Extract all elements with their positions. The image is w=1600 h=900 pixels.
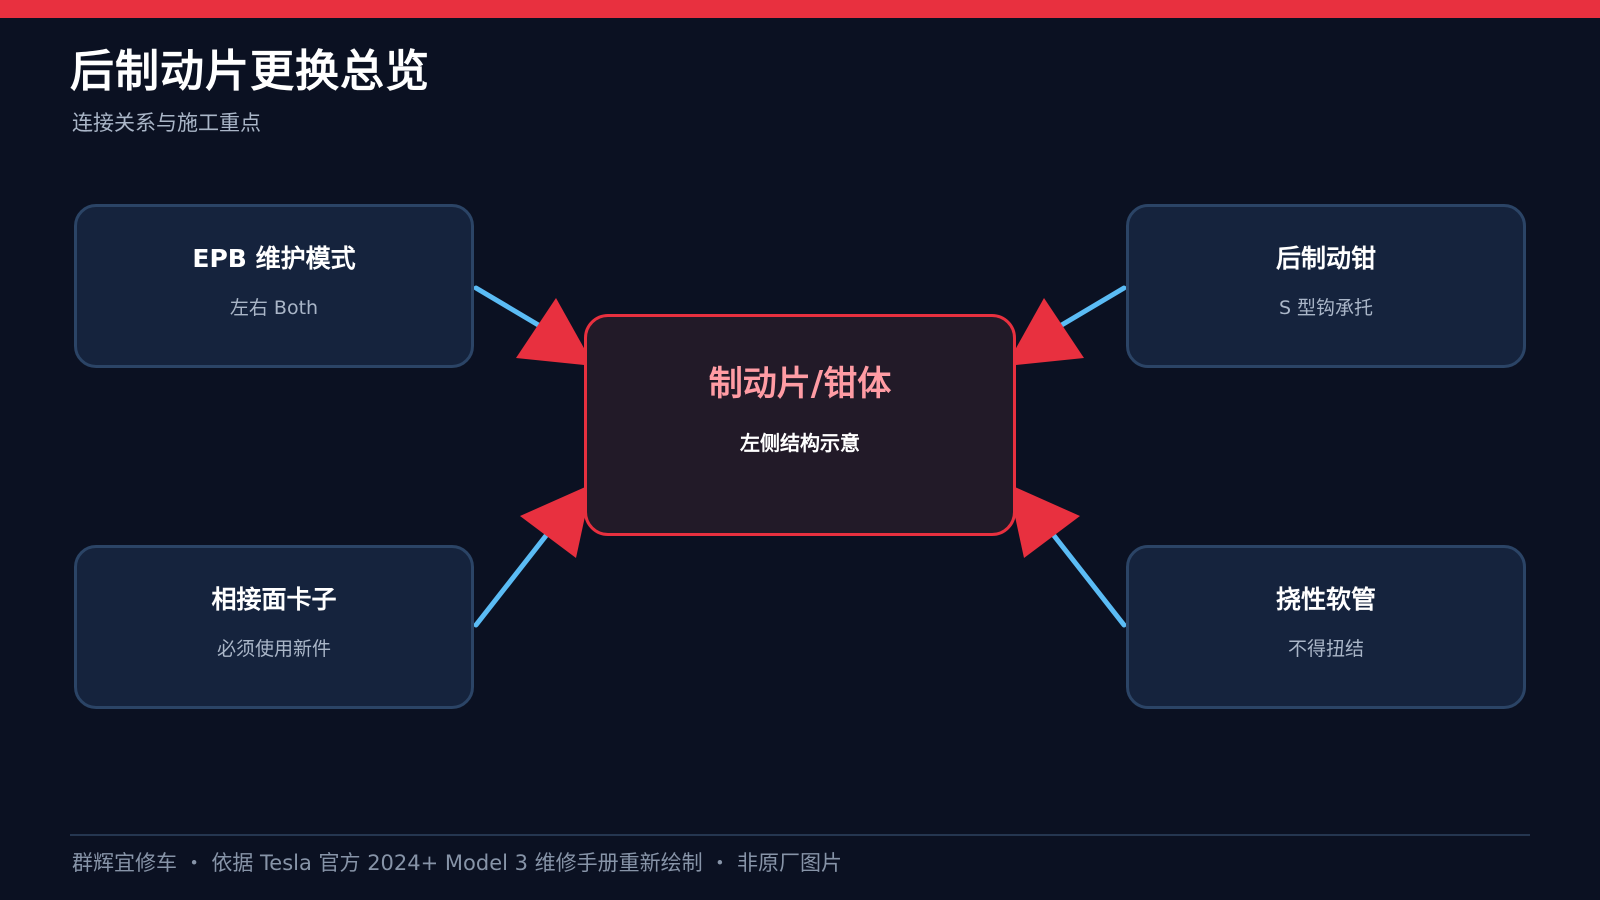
top-accent-bar [0, 0, 1600, 18]
arrowhead-bottom-left [520, 484, 592, 558]
node-subtitle: 必须使用新件 [216, 638, 331, 660]
arrowhead-top-right [1006, 298, 1084, 366]
page-subtitle: 连接关系与施工重点 [72, 111, 261, 135]
node-title: 挠性软管 [1275, 585, 1376, 614]
node-title: 后制动钳 [1275, 244, 1376, 273]
connector-line-bottom-left [473, 525, 555, 628]
node-subtitle: 左右 Both [229, 297, 319, 319]
center-node-subtitle: 左侧结构示意 [740, 431, 860, 455]
footer-divider [70, 834, 1530, 836]
center-node-brake-pad-caliper: 制动片/钳体 左侧结构示意 [584, 314, 1016, 536]
connector-line-top-right [1057, 285, 1127, 329]
connector-line-bottom-right [1045, 525, 1127, 628]
page-title: 后制动片更换总览 [70, 46, 430, 97]
arrowhead-bottom-right [1008, 484, 1080, 558]
center-node-title: 制动片/钳体 [708, 364, 892, 404]
node-rear-brake-caliper: 后制动钳 S 型钩承托 [1126, 204, 1526, 368]
connector-line-top-left [473, 285, 543, 329]
node-flexible-hose: 挠性软管 不得扭结 [1126, 545, 1526, 709]
node-title: 相接面卡子 [211, 585, 337, 614]
node-mating-surface-clip: 相接面卡子 必须使用新件 [74, 545, 474, 709]
node-subtitle: S 型钩承托 [1278, 297, 1374, 319]
node-subtitle: 不得扭结 [1287, 638, 1364, 660]
node-title: EPB 维护模式 [192, 244, 356, 273]
node-epb-maintenance-mode: EPB 维护模式 左右 Both [74, 204, 474, 368]
footer-credit: 群辉宜修车 ・ 依据 Tesla 官方 2024+ Model 3 维修手册重新… [72, 851, 843, 875]
arrowhead-top-left [516, 298, 594, 366]
